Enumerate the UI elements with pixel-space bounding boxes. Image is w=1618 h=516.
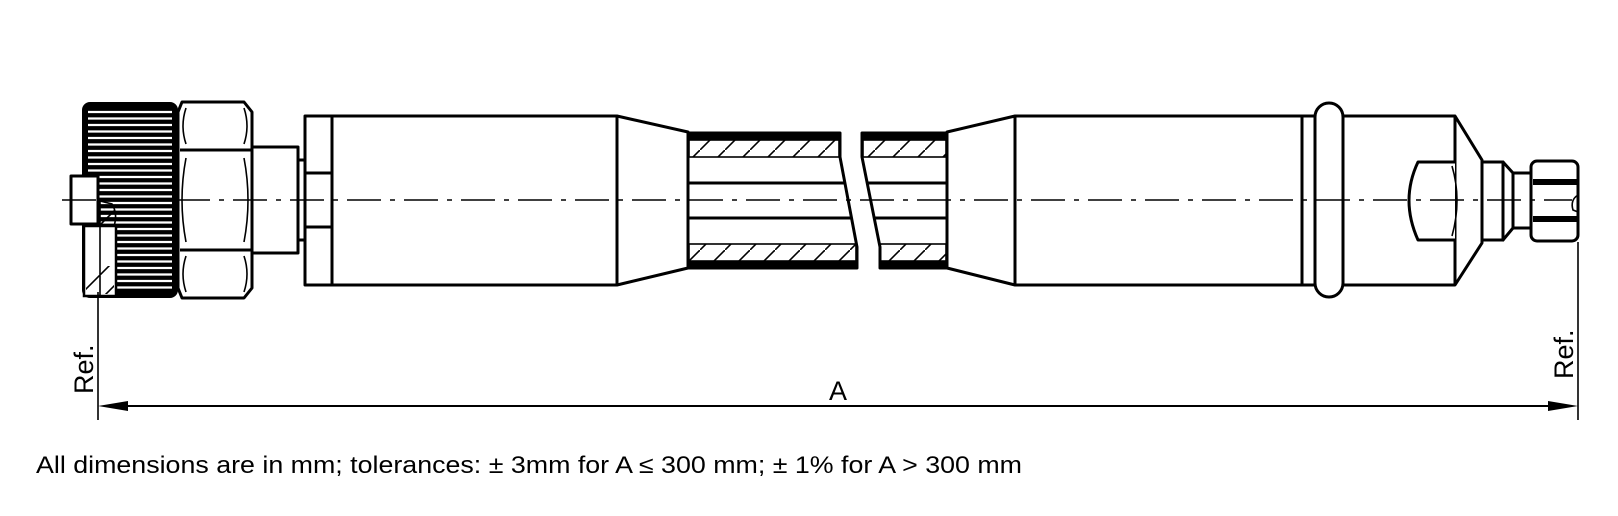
tolerance-note: All dimensions are in mm; tolerances: ± … [36, 452, 1022, 479]
ref-label-left: Ref. [69, 344, 99, 394]
inner-hex [1407, 160, 1455, 242]
hex-nut [176, 100, 254, 300]
sma-nut [1529, 159, 1580, 243]
ref-label-right: Ref. [1549, 329, 1579, 379]
arrow-left [98, 401, 128, 411]
arrow-right [1548, 401, 1578, 411]
dimension-label: A [829, 376, 847, 406]
dimension-a: A Ref. Ref. [69, 242, 1579, 420]
right-connector [1341, 114, 1580, 287]
coupling-cutaway [82, 199, 118, 298]
